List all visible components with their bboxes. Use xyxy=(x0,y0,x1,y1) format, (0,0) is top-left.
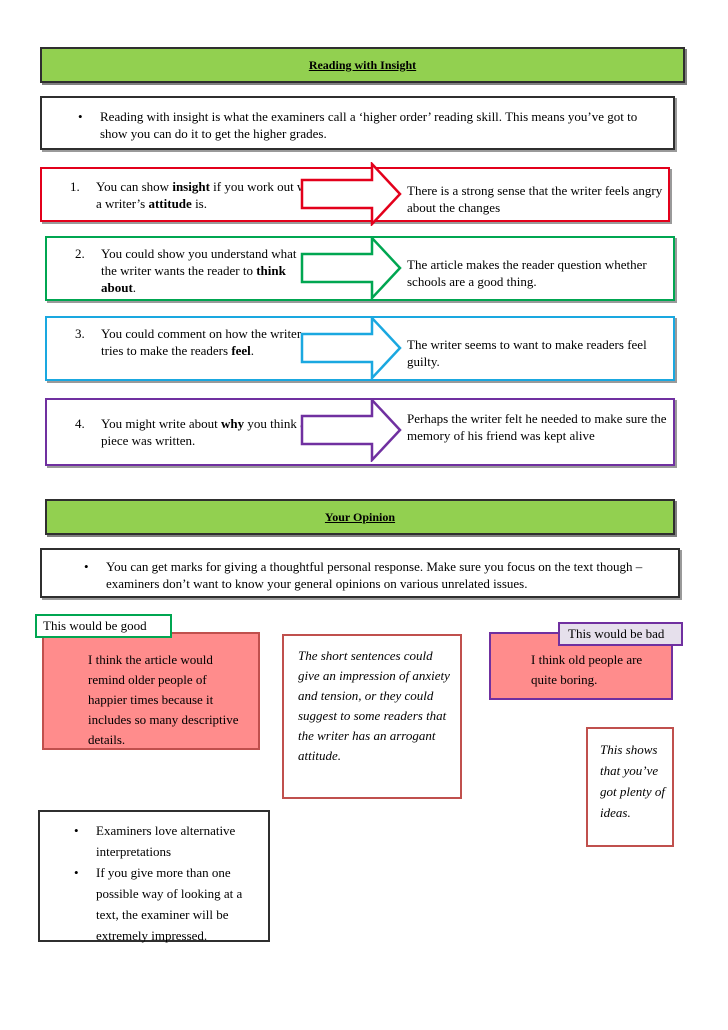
intro-text: You can get marks for giving a thoughtfu… xyxy=(76,558,672,592)
point-number: 4. xyxy=(75,416,85,431)
arrow-right-icon xyxy=(300,236,402,300)
point-example: The writer seems to want to make readers… xyxy=(407,337,647,369)
point-number: 1. xyxy=(70,179,80,194)
good-example-text: I think the article would remind older p… xyxy=(88,652,239,747)
bad-example-text: I think old people are quite boring. xyxy=(531,652,643,687)
intro-text: Reading with insight is what the examine… xyxy=(70,108,663,142)
arrow-right-icon xyxy=(300,398,402,462)
good-example-box: I think the article would remind older p… xyxy=(42,632,260,750)
section-title: Reading with Insight xyxy=(308,58,417,72)
intro-box-opinion: You can get marks for giving a thoughtfu… xyxy=(40,548,680,598)
point-example: The article makes the reader question wh… xyxy=(407,257,647,289)
bad-label: This would be bad xyxy=(558,622,683,646)
note-text: This shows that you’ve got plenty of ide… xyxy=(600,742,665,820)
tip-item: Examiners love alternative interpretatio… xyxy=(66,820,262,862)
section-header-opinion: Your Opinion xyxy=(45,499,675,535)
point-example: Perhaps the writer felt he needed to mak… xyxy=(407,411,667,443)
section-header-insight: Reading with Insight xyxy=(40,47,685,83)
intro-box-insight: Reading with insight is what the examine… xyxy=(40,96,675,150)
section-title: Your Opinion xyxy=(324,510,396,524)
explanation-text: The short sentences could give an impres… xyxy=(298,648,450,763)
point-number: 2. xyxy=(75,246,85,261)
note-box: This shows that you’ve got plenty of ide… xyxy=(586,727,674,847)
arrow-right-icon xyxy=(300,316,402,380)
point-example: There is a strong sense that the writer … xyxy=(407,183,663,215)
explanation-box: The short sentences could give an impres… xyxy=(282,634,462,799)
point-number: 3. xyxy=(75,326,85,341)
point-box-1: 1. You can show insight if you work out … xyxy=(40,167,670,222)
good-label: This would be good xyxy=(35,614,172,638)
tip-item: If you give more than one possible way o… xyxy=(66,862,262,946)
tips-box: Examiners love alternative interpretatio… xyxy=(38,810,270,943)
arrow-right-icon xyxy=(300,162,402,226)
